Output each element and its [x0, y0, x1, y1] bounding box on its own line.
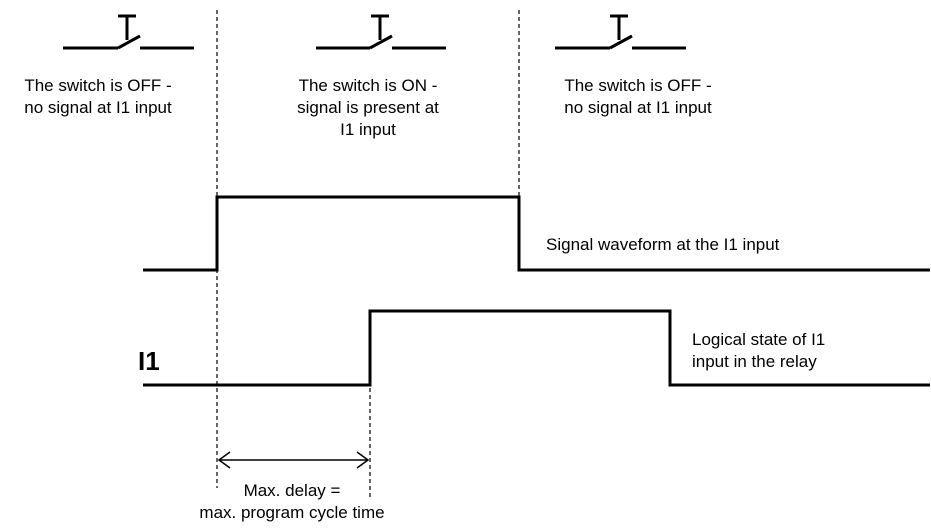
label-line: input in the relay	[692, 352, 817, 371]
input-name-label: I1	[138, 346, 160, 376]
label-line: The switch is ON -	[298, 76, 438, 95]
delay-label: Max. delay = max. program cycle time	[199, 480, 384, 524]
label-line: Max. delay =	[243, 481, 341, 500]
label-line: The switch is OFF -	[564, 76, 712, 95]
state-label-on: The switch is ON - signal is present at …	[297, 75, 439, 141]
label-line: Logical state of I1	[692, 330, 826, 349]
switch-closed-icon	[316, 14, 446, 50]
signal-waveform-label: Signal waveform at the I1 input	[546, 235, 780, 254]
logic-waveform	[143, 309, 930, 387]
signal-waveform	[143, 195, 930, 272]
switch-open-icon	[555, 14, 686, 50]
delay-arrow	[217, 451, 370, 469]
label-line: no signal at I1 input	[24, 98, 172, 117]
label-line: no signal at I1 input	[564, 98, 712, 117]
logic-state-label: Logical state of I1 input in the relay	[692, 329, 825, 373]
label-line: signal is present at	[297, 98, 439, 117]
switch-open-icon	[63, 14, 194, 50]
state-label-off-1: The switch is OFF - no signal at I1 inpu…	[24, 75, 171, 119]
label-line: max. program cycle time	[199, 503, 385, 522]
label-line: I1 input	[340, 120, 396, 139]
label-line: The switch is OFF -	[24, 76, 172, 95]
state-label-off-2: The switch is OFF - no signal at I1 inpu…	[564, 75, 711, 119]
